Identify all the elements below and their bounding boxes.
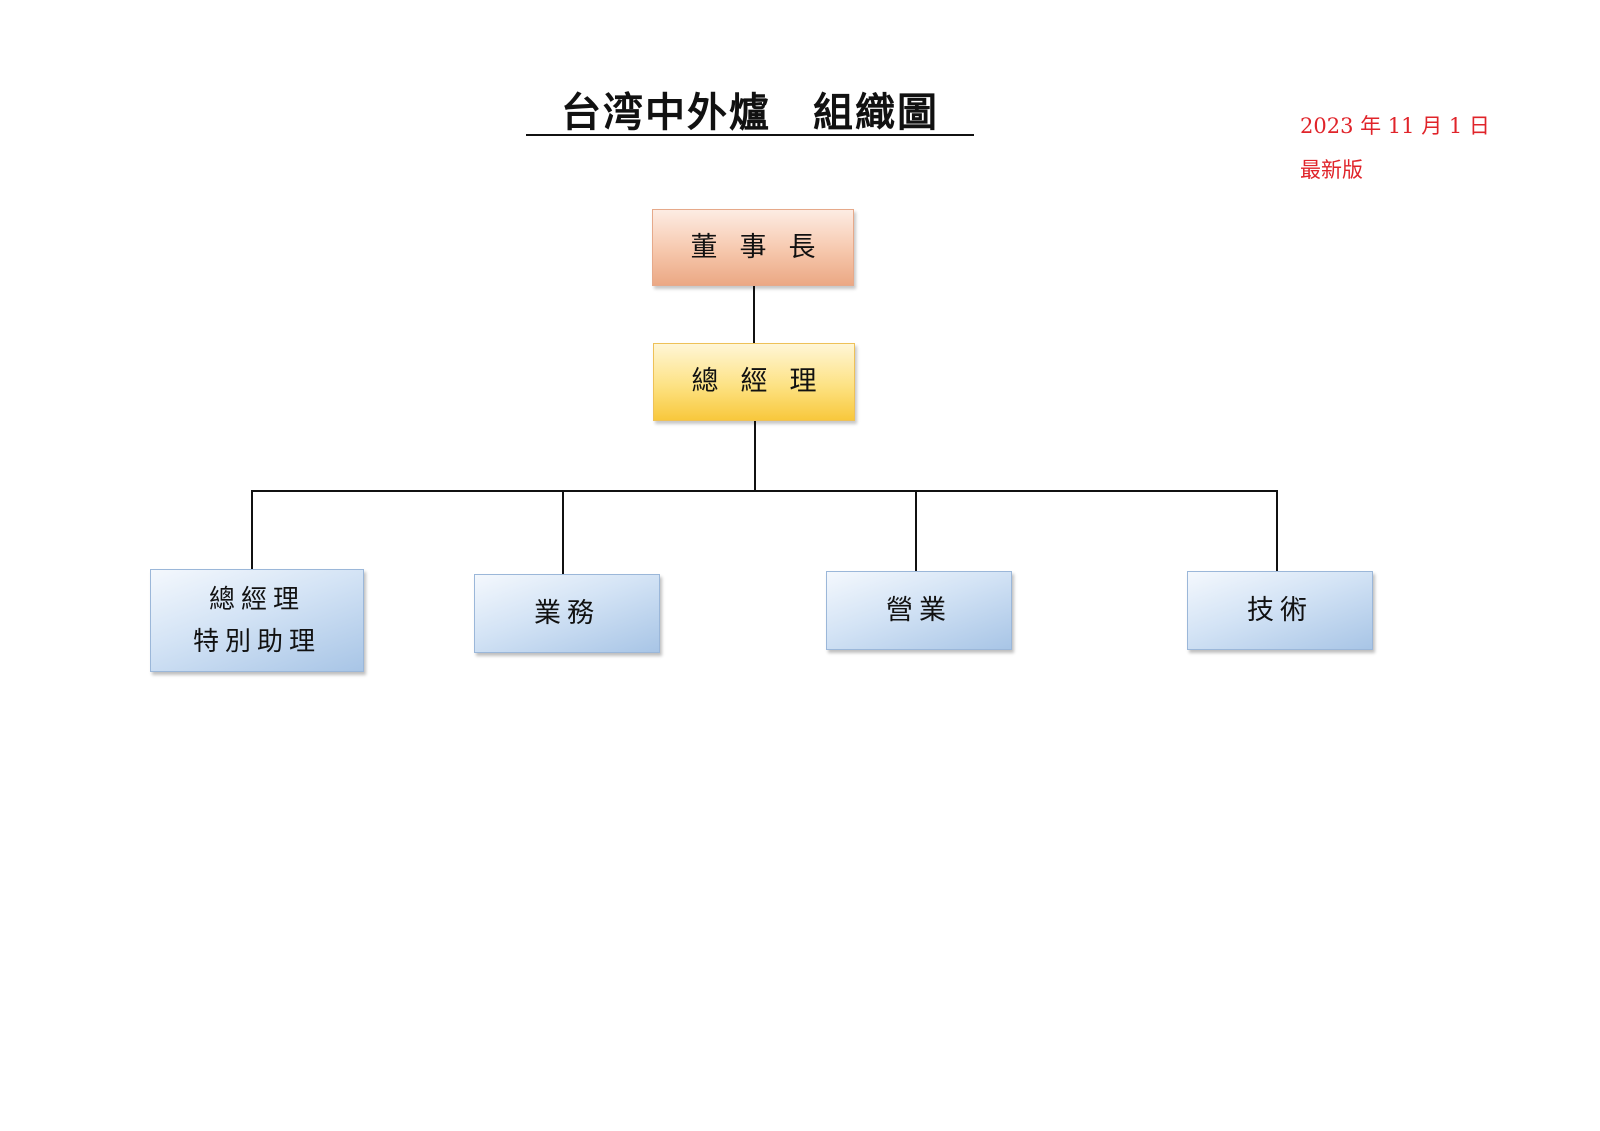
department-node-technical: 技術 [1187, 571, 1373, 650]
connector-gm-bus [754, 421, 756, 491]
chairman-node: 董事長 [652, 209, 854, 286]
connector-dept-1 [251, 490, 253, 569]
chart-title: 台湾中外爐 組織圖 [561, 89, 939, 136]
department-node-business: 業務 [474, 574, 660, 653]
general-manager-label: 總經理 [691, 366, 839, 397]
department-label: 技術 [1247, 594, 1313, 626]
department-label: 營業 [886, 594, 952, 626]
chairman-label: 董事長 [690, 231, 838, 263]
department-label-line: 特別助理 [192, 626, 321, 657]
connector-chairman-gm [753, 286, 755, 343]
revision-date: 2023 年 11 月 1 日 [1300, 114, 1490, 138]
department-node-operations: 營業 [826, 571, 1012, 650]
document-meta: 2023 年 11 月 1 日 最新版 [1300, 104, 1530, 192]
connector-bus [251, 490, 1278, 492]
title-underline [526, 134, 974, 136]
department-node-gm-special-assistant: 總經理 特別助理 [150, 569, 364, 672]
department-label: 業務 [534, 597, 600, 629]
general-manager-node: 總經理 [653, 343, 855, 421]
connector-dept-4 [1276, 490, 1278, 571]
department-label-line: 總經理 [208, 584, 305, 615]
version-label: 最新版 [1300, 158, 1363, 182]
connector-dept-3 [915, 490, 917, 571]
connector-dept-2 [562, 490, 564, 574]
